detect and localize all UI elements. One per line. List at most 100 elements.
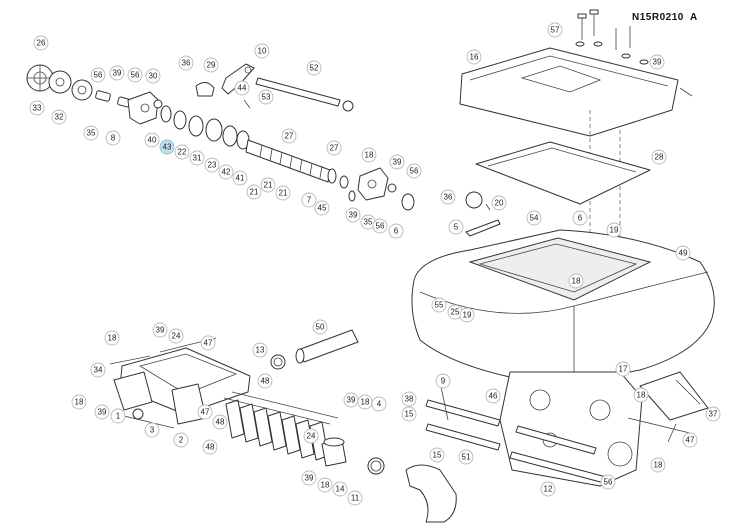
callout-circle (448, 219, 464, 235)
callout-47: 47 (200, 335, 216, 351)
callout-circle (485, 388, 501, 404)
callout-label: 33 (33, 104, 42, 113)
callout-label: 41 (236, 174, 245, 183)
sprocket-32 (48, 70, 72, 94)
callout-label: 27 (330, 144, 339, 153)
callout-7: 7 (301, 192, 317, 208)
callout-label: 21 (264, 181, 273, 190)
callout-circle (178, 55, 194, 71)
callout-label: 47 (201, 408, 210, 417)
callout-label: 22 (178, 148, 187, 157)
callout-circle (301, 192, 317, 208)
callout-label: 57 (551, 26, 560, 35)
callout-circle (401, 406, 417, 422)
callout-circle (347, 490, 363, 506)
callout-circle (401, 391, 417, 407)
callout-circle (372, 218, 388, 234)
callout-46: 46 (485, 388, 501, 404)
callout-label: 12 (544, 485, 553, 494)
callout-circle (388, 223, 404, 239)
callout-label: 19 (463, 311, 472, 320)
callout-label: 36 (182, 59, 191, 68)
callout-label: 39 (113, 69, 122, 78)
callout-label: 16 (470, 53, 479, 62)
callout-15: 15 (429, 447, 445, 463)
callout-circle (173, 432, 189, 448)
callout-circle (649, 54, 665, 70)
callout-18: 18 (104, 330, 120, 346)
callout-label: 18 (654, 461, 663, 470)
callout-17: 17 (615, 361, 631, 377)
callout-label: 54 (530, 214, 539, 223)
gear-26 (26, 64, 54, 92)
callout-51: 51 (458, 449, 474, 465)
callout-label: 25 (451, 308, 460, 317)
callout-circle (540, 481, 556, 497)
callout-label: 13 (256, 346, 265, 355)
callout-circle (197, 404, 213, 420)
callout-2: 2 (173, 432, 189, 448)
callout-19: 19 (459, 307, 475, 323)
callout-circle (254, 43, 270, 59)
callout-47: 47 (682, 432, 698, 448)
callout-circle (110, 408, 126, 424)
callout-36: 36 (440, 189, 456, 205)
callout-label: 49 (679, 249, 688, 258)
callout-circle (246, 184, 262, 200)
callout-52: 52 (306, 60, 322, 76)
callout-42: 42 (218, 164, 234, 180)
callout-24: 24 (168, 328, 184, 344)
callout-circle (459, 307, 475, 323)
callout-circle (650, 457, 666, 473)
callout-circle (466, 49, 482, 65)
callout-circle (431, 297, 447, 313)
callout-circle (204, 157, 220, 173)
callout-circle (127, 67, 143, 83)
callout-55: 55 (431, 297, 447, 313)
callout-37: 37 (705, 406, 721, 422)
callout-33: 33 (29, 100, 45, 116)
callout-label: 21 (250, 188, 259, 197)
callout-label: 37 (709, 410, 718, 419)
callout-label: 17 (619, 365, 628, 374)
callout-20: 20 (491, 195, 507, 211)
callout-48: 48 (212, 414, 228, 430)
callout-22: 22 (174, 144, 190, 160)
callout-16: 16 (466, 49, 482, 65)
hopper-assembly (405, 9, 715, 523)
callout-39: 39 (94, 404, 110, 420)
callout-28: 28 (651, 149, 667, 165)
callout-48: 48 (202, 439, 218, 455)
callout-label: 6 (578, 214, 583, 223)
callout-label: 29 (207, 61, 216, 70)
callout-circle (152, 322, 168, 338)
callout-label: 35 (364, 218, 373, 227)
callout-circle (651, 149, 667, 165)
callout-label: 45 (318, 204, 327, 213)
callout-circle (406, 163, 422, 179)
callout-label: 51 (462, 453, 471, 462)
callout-label: 3 (150, 426, 155, 435)
callout-label: 18 (321, 481, 330, 490)
callout-circle (314, 200, 330, 216)
callout-27: 27 (281, 128, 297, 144)
callout-label: 6 (394, 227, 399, 236)
callout-label: 52 (310, 64, 319, 73)
callout-circle (83, 125, 99, 141)
callout-label: 56 (94, 71, 103, 80)
callout-circle (168, 328, 184, 344)
callout-label: 23 (208, 161, 217, 170)
callout-23: 23 (204, 157, 220, 173)
callout-circle (232, 170, 248, 186)
callout-circle (440, 189, 456, 205)
callout-circle (218, 164, 234, 180)
callout-18: 18 (633, 387, 649, 403)
callout-label: 4 (377, 400, 382, 409)
callout-circle (606, 222, 622, 238)
callout-label: 15 (405, 410, 414, 419)
callout-label: 18 (572, 277, 581, 286)
callout-circle (600, 474, 616, 490)
callout-circle (257, 373, 273, 389)
callout-label: 24 (172, 332, 181, 341)
callout-label: 48 (206, 443, 215, 452)
